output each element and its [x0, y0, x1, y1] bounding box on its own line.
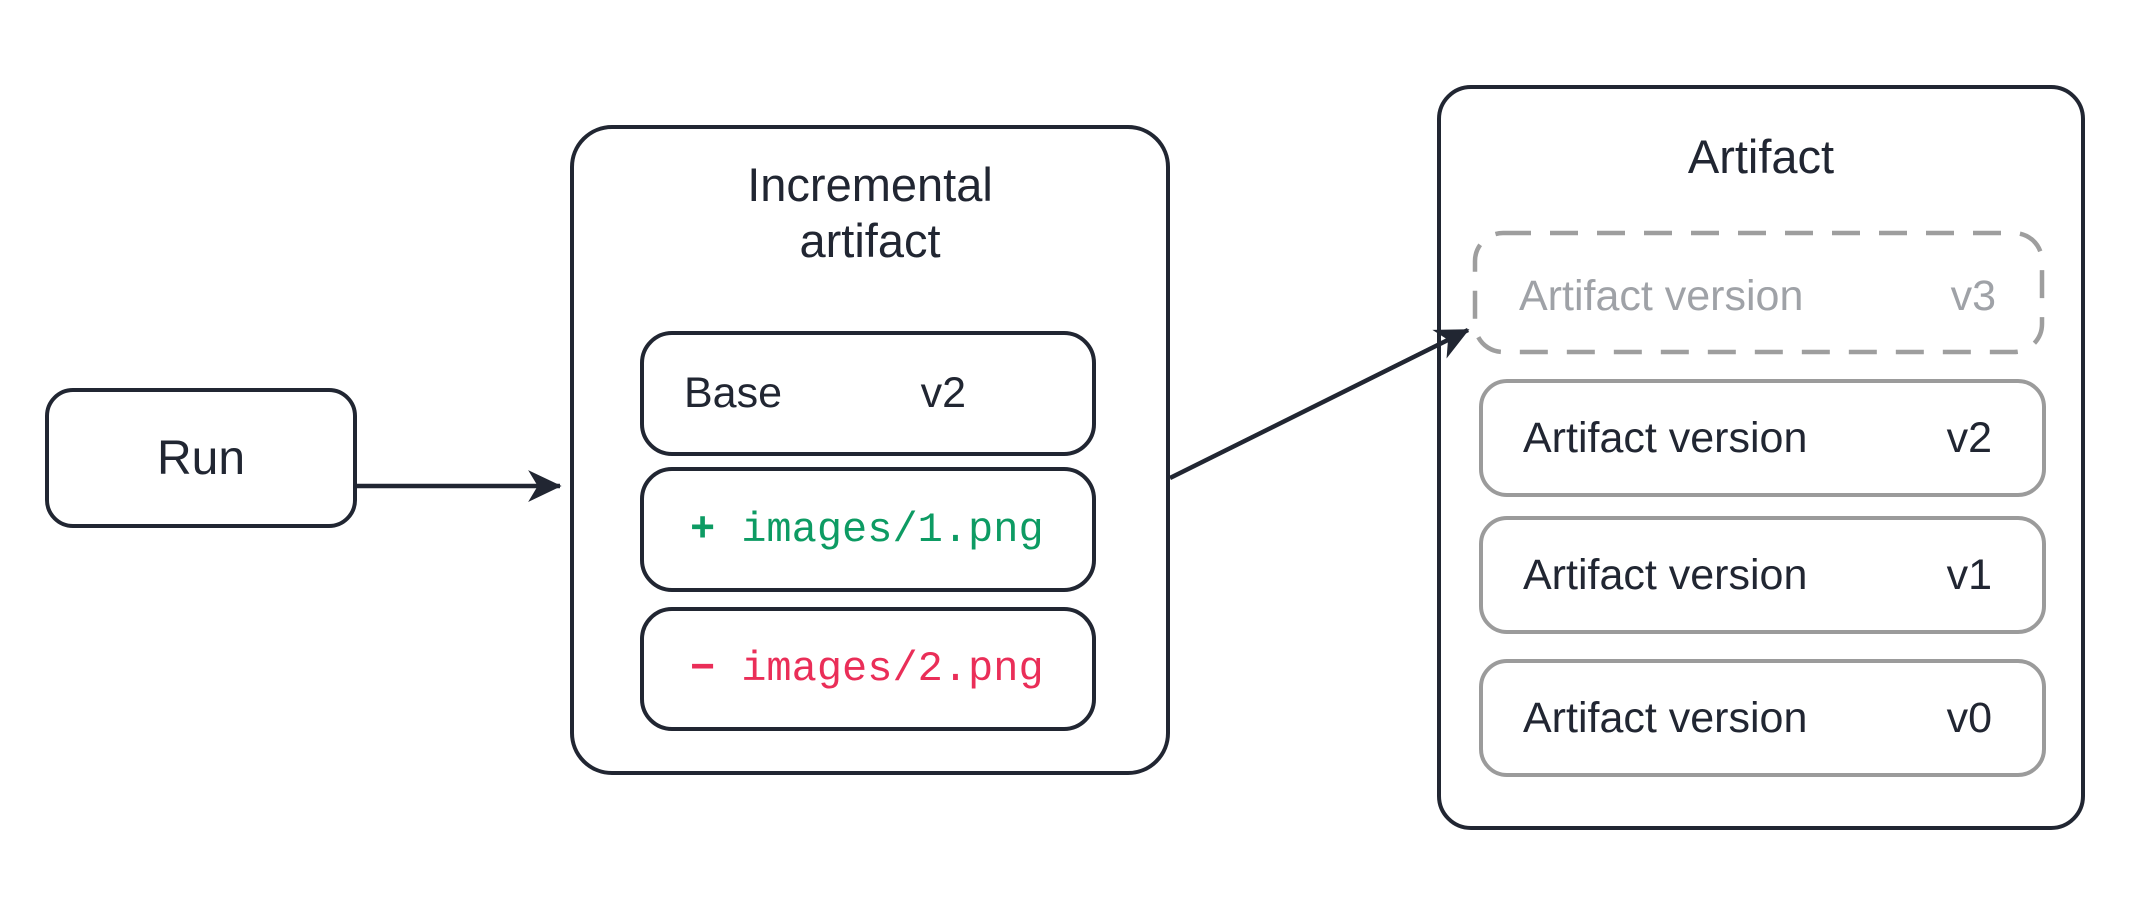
artifact-version-label: Artifact version — [1523, 693, 1808, 742]
artifact-node: Artifact Artifact version v3 Artifact ve… — [1437, 85, 2085, 830]
incremental-to-artifact-arrow — [1168, 327, 1470, 481]
plus-icon: + — [690, 505, 716, 554]
minus-icon: − — [690, 645, 716, 693]
artifact-version-row: Artifact version v1 — [1479, 516, 2046, 634]
run-label: Run — [156, 431, 246, 485]
artifact-version-row: Artifact version v2 — [1479, 379, 2046, 497]
artifact-version-pending-label: Artifact version — [1519, 272, 1804, 320]
base-version: v2 — [920, 369, 966, 417]
artifact-version-label: Artifact version — [1523, 413, 1808, 462]
incremental-artifact-node: Incremental artifact Base v2 + images/1.… — [570, 125, 1170, 775]
base-version-row: Base v2 — [640, 331, 1096, 456]
removed-file-row: − images/2.png — [640, 607, 1096, 731]
run-node: Run — [45, 388, 357, 528]
artifact-version-number: v1 — [1946, 550, 1992, 599]
artifact-version-row: Artifact version v0 — [1479, 659, 2046, 777]
artifact-version-pending-row: Artifact version v3 — [1479, 237, 2046, 356]
artifact-title: Artifact — [1687, 130, 1835, 183]
base-label: Base — [684, 369, 783, 417]
artifact-version-label: Artifact version — [1523, 550, 1808, 599]
added-file-row: + images/1.png — [640, 467, 1096, 592]
artifact-version-number: v0 — [1946, 693, 1992, 742]
artifact-version-pending-number: v3 — [1950, 272, 1996, 320]
artifact-version-number: v2 — [1946, 413, 1992, 462]
added-file-path: images/1.png — [741, 505, 1044, 554]
removed-file-path: images/2.png — [741, 645, 1044, 693]
incremental-artifact-title: Incremental artifact — [747, 158, 993, 267]
